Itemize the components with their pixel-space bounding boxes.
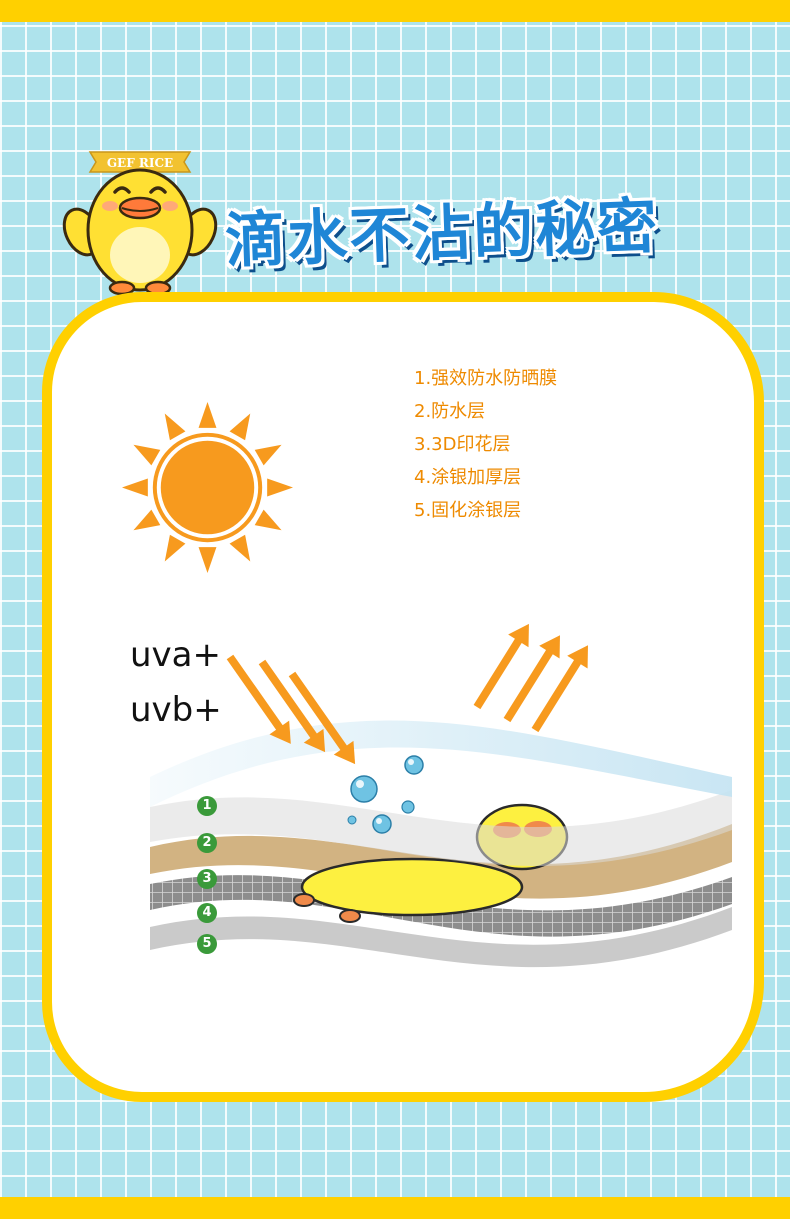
layer-number-3: 3 bbox=[197, 869, 217, 889]
sun-icon bbox=[121, 401, 294, 574]
uva-label: uva+ bbox=[130, 635, 221, 675]
layer-number-5: 5 bbox=[197, 934, 217, 954]
layer-label-5: 5.固化涂银层 bbox=[414, 500, 522, 521]
layer-list: 1.强效防水防晒膜 2.防水层 3.3D印花层 4.涂银加厚层 5.固化涂银层 bbox=[414, 362, 557, 527]
mascot-badge-text: GEF RICE bbox=[107, 156, 173, 170]
info-panel: 1.强效防水防晒膜 2.防水层 3.3D印花层 4.涂银加厚层 5.固化涂银层 bbox=[42, 292, 764, 1102]
layer-2-waterproof bbox=[150, 790, 732, 866]
layer-stack bbox=[150, 720, 732, 968]
layer-5-base bbox=[150, 907, 732, 968]
layer-label-1: 1.强效防水防晒膜 bbox=[414, 368, 558, 389]
layer-illustration bbox=[150, 623, 732, 968]
layer-number-2: 2 bbox=[197, 833, 217, 853]
uvb-label: uvb+ bbox=[130, 690, 222, 730]
layer-1-film bbox=[150, 720, 732, 807]
page-title: 滴水不沾的秘密 bbox=[224, 191, 661, 277]
layer-number-4: 4 bbox=[197, 903, 217, 923]
duck-mascot-icon: GEF RICE bbox=[62, 151, 218, 296]
top-border bbox=[0, 0, 790, 22]
bottom-border bbox=[0, 1197, 790, 1219]
layer-number-1: 1 bbox=[197, 796, 217, 816]
incoming-arrows-icon bbox=[226, 654, 356, 765]
layer-label-3: 3.3D印花层 bbox=[414, 434, 511, 455]
water-drop-icon bbox=[347, 755, 424, 834]
layer-label-4: 4.涂银加厚层 bbox=[414, 467, 522, 488]
outgoing-arrows-icon bbox=[473, 623, 588, 733]
layer-label-2: 2.防水层 bbox=[414, 401, 486, 422]
